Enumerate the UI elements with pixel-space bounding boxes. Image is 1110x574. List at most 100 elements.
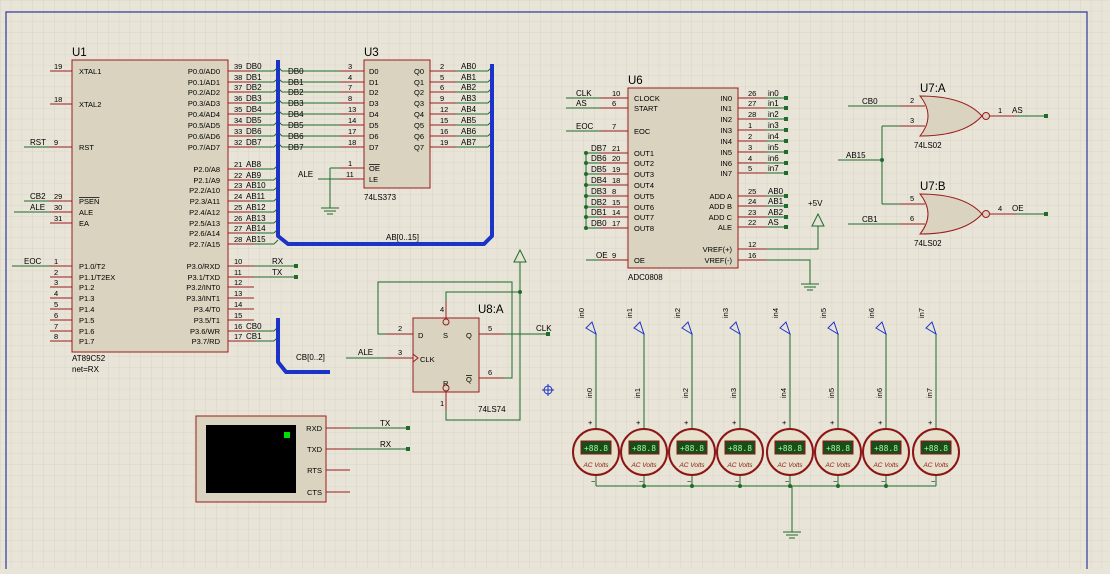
u1-pin-name: P1.0/T2 <box>79 262 105 271</box>
u1-pin-number: 4 <box>54 289 58 298</box>
bus-label-cb: CB[0..2] <box>296 353 325 362</box>
u1-pin-number: 19 <box>54 62 62 71</box>
u1-net-DB1: DB1 <box>246 73 262 82</box>
u3-pin-name: D7 <box>369 143 379 152</box>
u3-net-DB5: DB5 <box>288 121 304 130</box>
u1-pin-name: P0.5/AD5 <box>188 121 220 130</box>
terminal-end <box>784 161 788 165</box>
u7b-gate-body[interactable] <box>918 193 983 235</box>
net-eoc: EOC <box>24 257 42 266</box>
u7a-inversion-bubble <box>982 112 990 120</box>
u1-pin-number: 35 <box>234 105 242 114</box>
u3-part: 74LS373 <box>364 193 397 202</box>
u6-net-db: DB0 <box>591 219 607 228</box>
u3-pin-number: 9 <box>440 94 444 103</box>
u3-body[interactable] <box>363 59 431 189</box>
u3-net-DB0: DB0 <box>288 67 304 76</box>
u8-pin-number: 5 <box>488 324 492 333</box>
terminal-pin-name: RXD <box>306 424 322 433</box>
probe-label-in2: in2 <box>673 308 682 318</box>
u6-pin-name: IN3 <box>720 126 732 135</box>
wire-segment <box>273 239 279 245</box>
u1-pin-name: P3.3/INT1 <box>186 294 220 303</box>
u1-net-AB15: AB15 <box>246 235 266 244</box>
u6-body[interactable] <box>627 87 739 269</box>
u1-pin-number: 15 <box>234 311 242 320</box>
u3-pin-name: D2 <box>369 88 379 97</box>
u7a-gate-body[interactable] <box>918 95 983 137</box>
u6-pin-name: IN1 <box>720 104 732 113</box>
terminal-end <box>784 96 788 100</box>
u1-pin-name: P3.4/T0 <box>194 305 220 314</box>
u3-net-AB2: AB2 <box>461 83 477 92</box>
u3-net-AB5: AB5 <box>461 116 477 125</box>
meter-minus: − <box>687 477 692 486</box>
u3-pin-name: D4 <box>369 110 379 119</box>
u8-pin-name: Q <box>466 375 472 384</box>
u3-net-AB1: AB1 <box>461 73 477 82</box>
u3-pin-number: 15 <box>440 116 448 125</box>
u6-pin-number: 24 <box>748 197 756 206</box>
u6-net-eoc: EOC <box>576 122 594 131</box>
u7b-pin-number: 6 <box>910 214 914 223</box>
voltmeter-display <box>628 440 660 455</box>
u3-pin-name: D0 <box>369 67 379 76</box>
junction-dot <box>584 194 588 198</box>
u1-body[interactable] <box>71 59 229 353</box>
terminal-end <box>784 128 788 132</box>
u6-pin-number: 14 <box>612 208 620 217</box>
u3-pin-name: D6 <box>369 132 379 141</box>
u3-pin-number: 8 <box>348 94 352 103</box>
terminal-cursor-icon <box>284 432 290 438</box>
terminal-end <box>784 194 788 198</box>
clock-edge-icon <box>412 353 419 363</box>
terminal-end <box>546 332 550 336</box>
u1-pin-number: 23 <box>234 181 242 190</box>
junction-dot <box>880 158 884 162</box>
terminal-end <box>784 171 788 175</box>
u3-pin-number: 5 <box>440 73 444 82</box>
u1-pin-name: RST <box>79 143 94 152</box>
u6-pin-number: 8 <box>612 187 616 196</box>
u1-pin-number: 26 <box>234 214 242 223</box>
u6-net-clk: CLK <box>576 89 592 98</box>
u3-net-DB6: DB6 <box>288 132 304 141</box>
u1-pin-name: P0.1/AD1 <box>188 78 220 87</box>
u6-pin-number: 7 <box>612 122 616 131</box>
u6-pin-number: 9 <box>612 251 616 260</box>
terminal-net-tx: TX <box>380 419 391 428</box>
u1-pin-name: P1.2 <box>79 283 94 292</box>
junction-dot <box>738 484 742 488</box>
u1-pin-number: 8 <box>54 332 58 341</box>
virtual-terminal[interactable] <box>195 415 327 503</box>
u3-pin-number: 3 <box>348 62 352 71</box>
u6-pin-number: 27 <box>748 99 756 108</box>
u1-pin-name: P0.3/AD3 <box>188 99 220 108</box>
terminal-end <box>784 150 788 154</box>
terminal-end <box>1044 212 1048 216</box>
u1-pin-number: 24 <box>234 192 242 201</box>
voltmeter-reading: +88.8 <box>874 444 898 453</box>
u1-pin-name: P2.7/A15 <box>189 240 220 249</box>
u6-net-db: DB4 <box>591 176 607 185</box>
u6-net-db: DB1 <box>591 208 607 217</box>
u1-pin-name: P0.4/AD4 <box>188 110 220 119</box>
u3-net-DB7: DB7 <box>288 143 304 152</box>
terminal-end <box>784 117 788 121</box>
u3-pin-name: Q7 <box>414 143 424 152</box>
u6-net-in3: in3 <box>768 121 779 130</box>
voltmeter-display <box>822 440 854 455</box>
u1-net-CB0: CB0 <box>246 322 262 331</box>
voltmeter-unit: AC Volts <box>630 462 657 469</box>
u1-pin-number: 32 <box>234 138 242 147</box>
u7b-ref: U7:B <box>920 181 946 193</box>
u6-pin-name: OUT5 <box>634 192 654 201</box>
u6-pin-name: OUT7 <box>634 213 654 222</box>
u6-pin-name: OUT2 <box>634 159 654 168</box>
u1-pin-name: P3.0/RXD <box>187 262 221 271</box>
bus-segment <box>276 318 330 374</box>
buses <box>276 60 494 374</box>
wire-segment <box>766 226 819 250</box>
